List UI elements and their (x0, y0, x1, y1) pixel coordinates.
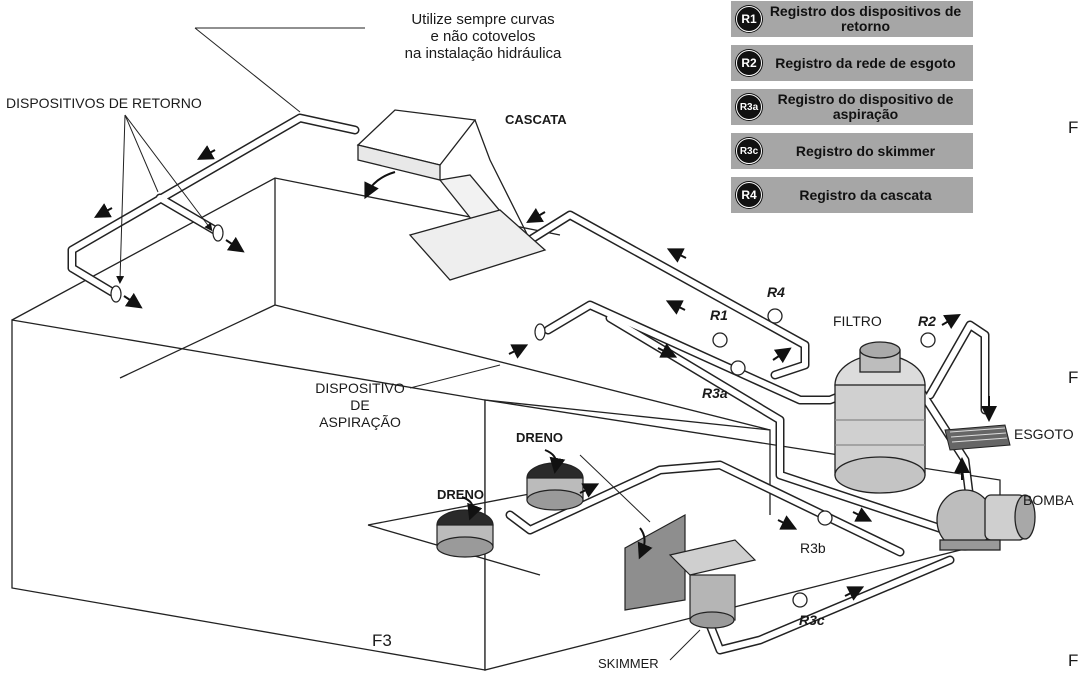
valves (712, 308, 936, 608)
legend-text: Registro do dispositivo de aspiração (777, 91, 954, 122)
edge-letter-1: F (1068, 118, 1078, 137)
note-line-3: na instalação hidráulica (404, 45, 562, 62)
valve-r3c-label: R3c (799, 612, 825, 628)
valve-r4 (767, 308, 783, 324)
drain-left-label: DRENO (437, 487, 484, 502)
pool-front-face (11, 319, 486, 671)
aspiration-device-label: DISPOSITIVO DE ASPIRAÇÃO (315, 380, 405, 431)
return-pipe-top (67, 113, 360, 273)
filter-label: FILTRO (833, 313, 882, 329)
legend-row-r3c: R3c Registro do skimmer (731, 133, 973, 169)
valve-r3b-label: R3b (800, 540, 826, 556)
edge-letter-3: F (1068, 651, 1078, 670)
legend-badge: R3a (736, 94, 762, 120)
installation-note: Utilize sempre curvas e não cotovelos na… (378, 11, 588, 62)
drain-left (436, 509, 494, 558)
figure-label: F3 (372, 631, 392, 650)
sewer-grate (944, 424, 1011, 451)
legend-text: Registro da rede de esgoto (775, 54, 956, 71)
pump-label: BOMBA (1023, 492, 1074, 508)
legend-row-r4: R4 Registro da cascata (731, 177, 973, 213)
note-line-2: e não cotovelos (430, 28, 536, 45)
sewer-pipe (925, 320, 990, 415)
legend-text: Registro da cascata (799, 186, 932, 203)
flow-arrows (93, 145, 997, 601)
valve-r1 (712, 332, 728, 348)
filter (834, 341, 926, 494)
aspiration-fitting (534, 323, 546, 341)
valve-r2 (920, 332, 936, 348)
skimmer (624, 513, 757, 629)
edge-letter-2: F (1068, 368, 1078, 387)
return-fittings (110, 224, 546, 341)
aspiration-line-2: DE (350, 397, 370, 413)
leader-lines (116, 27, 701, 661)
cascade (356, 109, 547, 281)
sewer-label: ESGOTO (1014, 426, 1074, 442)
legend-row-r1: R1 Registro dos dispositivos de retorno (731, 1, 973, 37)
valve-r4-label: R4 (767, 284, 785, 300)
valve-r3a-label: R3a (702, 385, 728, 401)
aspiration-line-1: DISPOSITIVO (315, 380, 405, 396)
valve-r3b (817, 510, 833, 526)
valve-r2-label: R2 (918, 313, 936, 329)
cascade-base (408, 209, 547, 281)
note-line-1: Utilize sempre curvas (411, 11, 555, 28)
legend-text: Registro dos dispositivos de retorno (769, 3, 962, 34)
legend-badge: R4 (736, 182, 762, 208)
return-devices-label: DISPOSITIVOS DE RETORNO (6, 95, 202, 111)
cascade-label: CASCATA (505, 112, 567, 127)
legend-badge: R3c (736, 138, 762, 164)
aspiration-line-3: ASPIRAÇÃO (319, 414, 401, 430)
valve-r1-label: R1 (710, 307, 728, 323)
return-fitting-1 (212, 224, 224, 242)
legend-text: Registro do skimmer (795, 142, 936, 159)
legend-row-r2: R2 Registro da rede de esgoto (731, 45, 973, 81)
legend-row-r3a: R3a Registro do dispositivo de aspiração (731, 89, 973, 125)
valve-r3a (730, 360, 746, 376)
legend-badge: R2 (736, 50, 762, 76)
drain-top-label: DRENO (516, 430, 563, 445)
legend-badge: R1 (736, 6, 762, 32)
valve-r3c (792, 592, 808, 608)
skimmer-label: SKIMMER (598, 656, 659, 671)
drain-top (526, 462, 584, 511)
return-fitting-2 (110, 285, 122, 303)
pump (936, 489, 1036, 551)
